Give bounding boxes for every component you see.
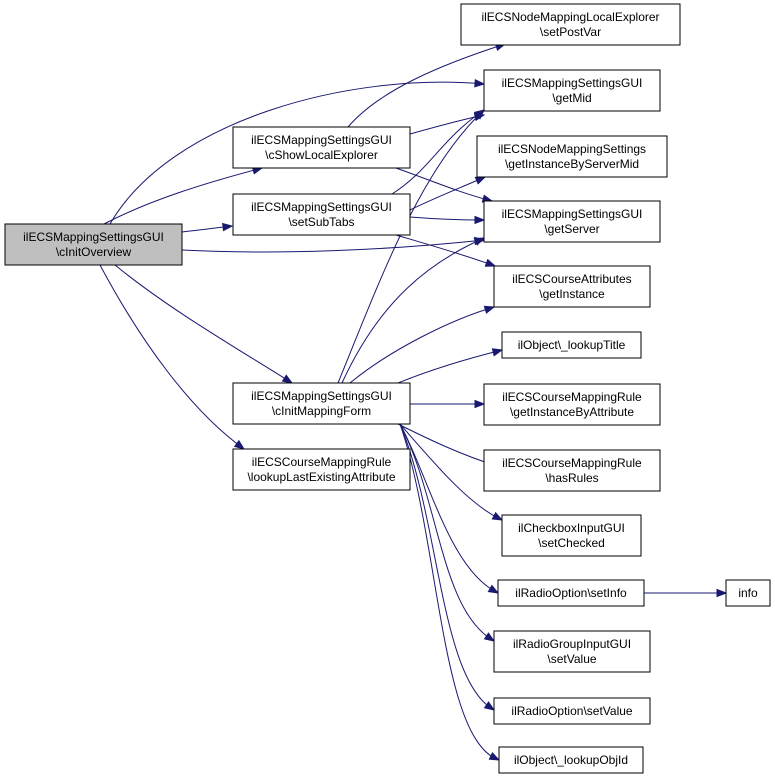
edge-setSubTabs-to-getServer (409, 216, 485, 221)
arrowhead (483, 701, 496, 711)
arrowhead (233, 439, 246, 450)
node-info-line1: info (738, 586, 758, 600)
node-radio-option-set-value[interactable]: ilRadioOption\setValue (493, 697, 651, 725)
node-init-mapping-form-line1: ilECSMappingSettingsGUI (251, 389, 392, 403)
node-get-instance-by-server-mid-line2: \getInstanceByServerMid (505, 157, 639, 171)
node-lookup-title-line1: ilObject\_lookupTitle (518, 338, 626, 352)
node-info[interactable]: info (725, 579, 771, 607)
node-set-sub-tabs[interactable]: ilECSMappingSettingsGUI \setSubTabs (232, 193, 411, 236)
node-set-checked[interactable]: ilCheckboxInputGUI \setChecked (501, 514, 642, 557)
node-get-server[interactable]: ilECSMappingSettingsGUI \getServer (483, 200, 661, 243)
arrowhead (491, 348, 504, 357)
arrowhead (474, 79, 486, 88)
edge-showLocalExplorer-to-getServer (395, 167, 493, 202)
edge-initMappingForm-to-getInstance (349, 306, 495, 384)
node-root-line1: ilECSMappingSettingsGUI (23, 230, 164, 244)
edge-initMappingForm-to-radioGroupSetValue (399, 423, 495, 642)
arrowhead (222, 222, 234, 232)
node-set-checked-line1: ilCheckboxInputGUI (518, 521, 625, 535)
arrowhead (484, 258, 497, 267)
node-has-rules-line1: ilECSCourseMappingRule (502, 456, 642, 470)
edge-showLocalExplorer-to-setPostVar (347, 43, 506, 128)
node-set-post-var-line2: \setPostVar (540, 25, 601, 39)
node-radio-group-set-value-line2: \setValue (547, 652, 596, 666)
arrowhead (474, 176, 487, 185)
node-init-mapping-form-line2: \cInitMappingForm (272, 404, 371, 418)
arrowhead (281, 374, 294, 384)
arrowhead (474, 109, 485, 120)
node-set-post-var-line1: ilECSNodeMappingLocalExplorer (481, 10, 659, 24)
node-radio-group-set-value[interactable]: ilRadioGroupInputGUI \setValue (493, 630, 651, 673)
node-get-instance-by-attribute[interactable]: ilECSCourseMappingRule \getInstanceByAtt… (483, 383, 661, 426)
arrowhead (483, 305, 496, 314)
arrowhead (473, 237, 486, 246)
node-show-local-explorer[interactable]: ilECSMappingSettingsGUI \cShowLocalExplo… (232, 126, 411, 169)
node-get-instance-line2: \getInstance (539, 287, 605, 301)
node-init-mapping-form[interactable]: ilECSMappingSettingsGUI \cInitMappingFor… (232, 382, 411, 425)
node-set-checked-line2: \setChecked (538, 536, 605, 550)
edge-root-to-getServer (181, 239, 485, 253)
edge-root-to-lookupLastExisting (99, 264, 245, 450)
node-show-local-explorer-line1: ilECSMappingSettingsGUI (251, 133, 392, 147)
node-lookup-last-existing-attribute-line2: \lookupLastExistingAttribute (247, 470, 395, 484)
node-set-sub-tabs-line2: \setSubTabs (288, 215, 354, 229)
node-root-line2: \cInitOverview (56, 245, 132, 259)
node-lookup-obj-id-line1: ilObject\_lookupObjId (514, 753, 628, 767)
edge-initMappingForm-to-getServer (341, 237, 485, 384)
node-has-rules-line2: \hasRules (545, 471, 598, 485)
edge-setSubTabs-to-getInstanceByServerMid (409, 176, 486, 211)
node-set-info-line1: ilRadioOption\setInfo (515, 586, 627, 600)
edge-root-to-showLocalExplorer (103, 167, 263, 225)
node-lookup-last-existing-attribute[interactable]: ilECSCourseMappingRule \lookupLastExisti… (232, 448, 411, 491)
node-get-instance-by-attribute-line1: ilECSCourseMappingRule (502, 390, 642, 404)
node-set-post-var[interactable]: ilECSNodeMappingLocalExplorer \setPostVa… (460, 3, 681, 46)
call-edges (99, 42, 728, 761)
edge-setSubTabs-to-getMid (391, 109, 485, 195)
node-has-rules[interactable]: ilECSCourseMappingRule \hasRules (483, 449, 661, 492)
node-get-mid[interactable]: ilECSMappingSettingsGUI \getMid (483, 69, 661, 112)
arrowhead (474, 399, 486, 409)
edge-initMappingForm-to-setChecked (399, 423, 503, 521)
node-get-server-line2: \getServer (544, 222, 599, 236)
node-lookup-obj-id[interactable]: ilObject\_lookupObjId (498, 746, 644, 774)
edge-initMappingForm-to-radioOptionSetValue (399, 423, 495, 711)
arrowhead (487, 584, 500, 594)
node-lookup-title[interactable]: ilObject\_lookupTitle (501, 331, 642, 359)
edge-root-to-getMid (109, 81, 485, 225)
arrowhead (491, 511, 504, 521)
node-get-server-line1: ilECSMappingSettingsGUI (502, 207, 643, 221)
node-show-local-explorer-line2: \cShowLocalExplorer (265, 148, 378, 162)
edge-initMappingForm-to-lookupTitle (397, 349, 503, 384)
node-set-sub-tabs-line1: ilECSMappingSettingsGUI (251, 200, 392, 214)
node-radio-option-set-value-line1: ilRadioOption\setValue (511, 704, 633, 718)
node-get-instance-by-server-mid-line1: ilECSNodeMappingSettings (498, 142, 646, 156)
arrowhead (474, 215, 486, 225)
node-set-info[interactable]: ilRadioOption\setInfo (497, 579, 645, 607)
node-get-instance[interactable]: ilECSCourseAttributes \getInstance (493, 265, 651, 308)
node-get-mid-line1: ilECSMappingSettingsGUI (502, 76, 643, 90)
edge-root-to-initMappingForm (114, 264, 293, 384)
node-get-instance-by-attribute-line2: \getInstanceByAttribute (510, 405, 634, 419)
arrowhead (488, 752, 501, 761)
arrowhead (483, 632, 496, 642)
arrowhead (716, 588, 728, 598)
node-root[interactable]: ilECSMappingSettingsGUI \cInitOverview (4, 223, 183, 266)
node-lookup-last-existing-attribute-line1: ilECSCourseMappingRule (252, 455, 392, 469)
edge-setSubTabs-to-getInstance (395, 234, 496, 267)
node-radio-group-set-value-line1: ilRadioGroupInputGUI (513, 637, 631, 651)
node-get-mid-line2: \getMid (552, 91, 591, 105)
edge-initMappingForm-to-lookupObjId (399, 423, 500, 761)
node-get-instance-line1: ilECSCourseAttributes (512, 272, 631, 286)
node-get-instance-by-server-mid[interactable]: ilECSNodeMappingSettings \getInstanceByS… (476, 135, 668, 178)
